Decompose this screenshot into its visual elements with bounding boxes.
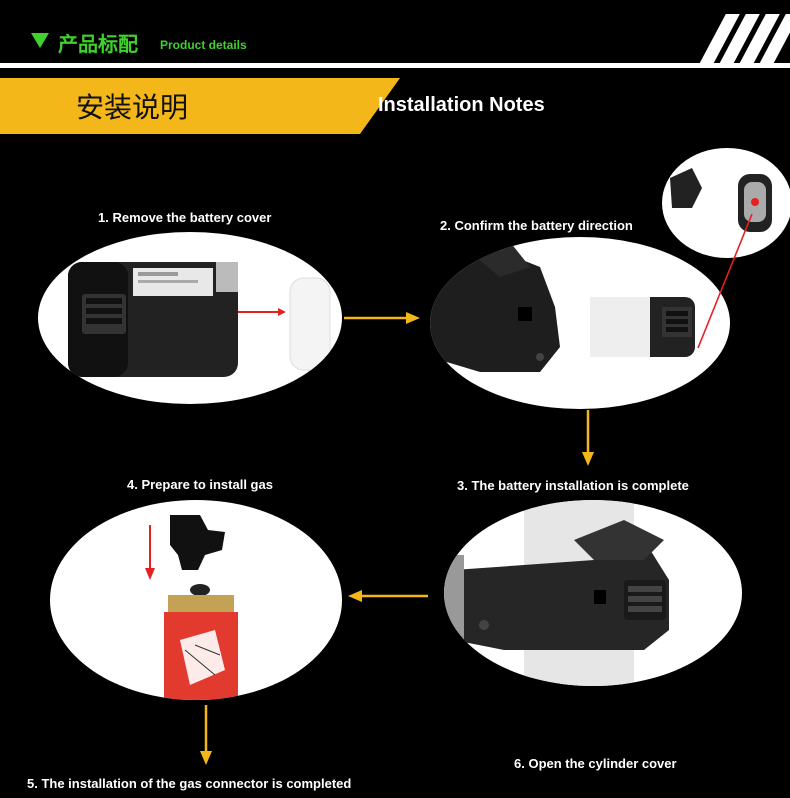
banner-title-en: Installation Notes xyxy=(378,94,545,116)
header-divider xyxy=(0,63,790,68)
step-4-photo xyxy=(50,500,342,700)
header-title-en: Product details xyxy=(160,38,247,52)
step-5-label: 5. The installation of the gas connector… xyxy=(27,776,352,791)
step-3-label: 3. The battery installation is complete xyxy=(457,478,689,493)
step-1-photo xyxy=(38,232,342,404)
arrow-left-icon xyxy=(348,590,428,602)
banner-yellow-block xyxy=(0,78,400,134)
arrow-down-icon xyxy=(200,705,212,765)
arrow-down-icon xyxy=(582,410,594,466)
arrow-right-icon xyxy=(344,312,420,324)
step-2-label: 2. Confirm the battery direction xyxy=(440,218,633,233)
triangle-down-icon xyxy=(31,33,49,48)
banner-title-cn: 安装说明 xyxy=(76,91,189,124)
step-2-photo xyxy=(430,237,730,409)
step-3-photo xyxy=(444,500,742,686)
header-title-cn: 产品标配 xyxy=(58,34,138,56)
step-2-detail-photo xyxy=(662,148,790,258)
step-6-label: 6. Open the cylinder cover xyxy=(514,756,677,771)
step-1-label: 1. Remove the battery cover xyxy=(98,210,272,225)
step-4-label: 4. Prepare to install gas xyxy=(127,477,273,492)
pointer-line xyxy=(697,213,753,349)
